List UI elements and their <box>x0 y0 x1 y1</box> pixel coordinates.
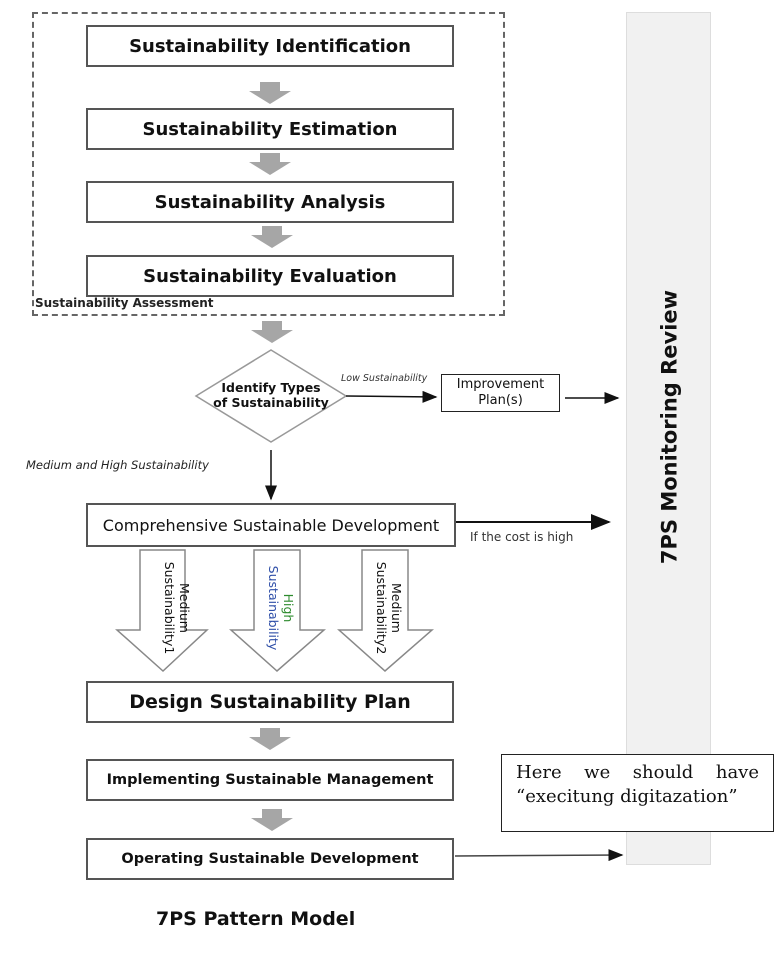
step-identification: Sustainability Identification <box>86 25 454 67</box>
diagram-title: 7PS Pattern Model <box>156 908 356 930</box>
step-estimation: Sustainability Estimation <box>86 108 454 150</box>
note-line2: “execitung digitazation” <box>516 786 738 807</box>
gray-arrow-6 <box>251 809 293 831</box>
branch-label-medium-1: Medium Sustainability1 <box>156 545 192 671</box>
improvement-line1: Improvement <box>456 377 545 392</box>
gray-arrow-4 <box>251 321 293 343</box>
branch-2-line2: Sustainability <box>266 565 281 651</box>
branch-label-medium-2: Medium Sustainability2 <box>368 545 404 671</box>
gray-arrow-1 <box>249 82 291 104</box>
branch-arrow-high <box>229 549 327 672</box>
branch-arrow-medium-1 <box>115 549 209 673</box>
decision-label: Identify Types of Sustainability <box>206 380 336 410</box>
annotation-note: Here we should have “execitung digitazat… <box>501 754 774 832</box>
monitoring-review-column: 7PS Monitoring Review <box>626 12 711 865</box>
decision-diamond <box>194 349 348 443</box>
cost-high-label: If the cost is high <box>470 530 574 544</box>
sustainability-assessment-group <box>32 12 505 316</box>
step-analysis: Sustainability Analysis <box>86 181 454 223</box>
comprehensive-development-box: Comprehensive Sustainable Development <box>86 503 456 547</box>
decision-label-line1: Identify Types <box>221 380 321 395</box>
branch-1-line1: Medium <box>177 583 192 633</box>
branch-1-line2: Sustainability1 <box>162 561 177 655</box>
note-line1: Here we should have <box>516 762 759 783</box>
gray-arrow-2 <box>249 153 291 175</box>
implementing-management-box: Implementing Sustainable Management <box>86 759 454 801</box>
branch-3-line1: Medium <box>389 583 404 633</box>
step-evaluation: Sustainability Evaluation <box>86 255 454 297</box>
branch-2-line1: High <box>281 593 296 623</box>
medium-high-sustainability-label: Medium and High Sustainability <box>26 458 209 472</box>
gray-arrow-3 <box>251 226 293 248</box>
assessment-group-label: Sustainability Assessment <box>35 296 214 310</box>
branch-arrow-medium-2 <box>337 549 435 672</box>
branch-label-high: High Sustainability <box>260 545 296 671</box>
branch-3-line2: Sustainability2 <box>374 561 389 655</box>
operating-development-box: Operating Sustainable Development <box>86 838 454 880</box>
improvement-line2: Plan(s) <box>478 393 523 408</box>
decision-label-line2: of Sustainability <box>213 395 329 410</box>
gray-arrow-5 <box>249 728 291 750</box>
low-sustainability-label: Low Sustainability <box>341 373 428 384</box>
design-plan-box: Design Sustainability Plan <box>86 681 454 723</box>
improvement-plan-box: Improvement Plan(s) <box>441 374 560 412</box>
